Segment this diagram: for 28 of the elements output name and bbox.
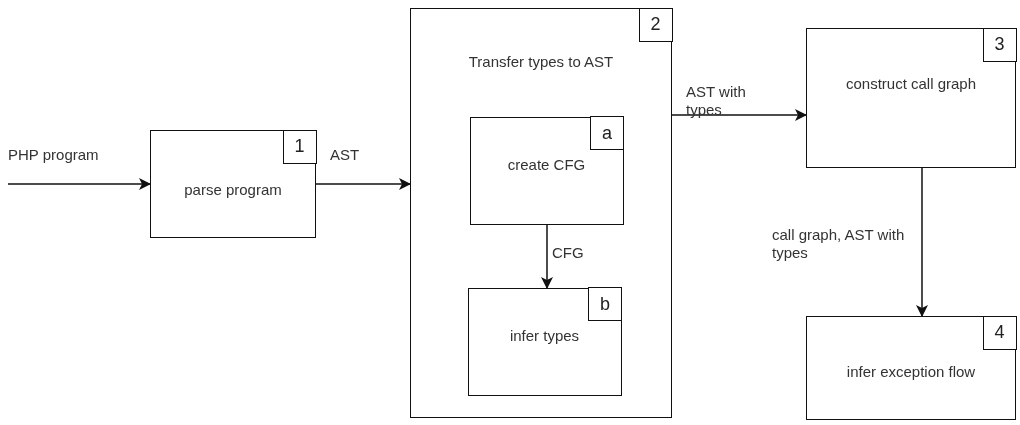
process-box — [410, 8, 672, 418]
step-number: b — [588, 287, 622, 321]
box-title: create CFG — [506, 155, 587, 173]
step-number: 3 — [982, 27, 1017, 62]
step-number: 4 — [982, 315, 1017, 350]
arrow — [916, 167, 928, 317]
process-box — [467, 287, 622, 396]
box-title: Transfer types to AST — [467, 53, 615, 70]
edge-label: AST — [330, 146, 361, 164]
arrow — [7, 178, 151, 190]
step-number: 1 — [282, 129, 317, 164]
step-number: a — [590, 116, 624, 150]
process-box — [806, 316, 1016, 420]
arrow — [315, 178, 411, 190]
box-title: construct call graph — [844, 75, 978, 92]
box-title: infer exception flow — [845, 363, 977, 380]
process-box — [806, 28, 1016, 168]
process-box — [150, 130, 316, 238]
box-title: infer types — [508, 326, 581, 344]
step-number: 2 — [638, 7, 673, 42]
arrow — [671, 109, 807, 121]
process-box — [469, 116, 624, 225]
edge-label: call graph, AST with types — [772, 226, 906, 262]
edge-label: CFG — [552, 244, 585, 262]
arrow — [541, 224, 553, 289]
edge-label: AST with types — [686, 83, 747, 119]
edge-label: PHP program — [8, 146, 100, 164]
box-title: parse program — [183, 181, 283, 198]
